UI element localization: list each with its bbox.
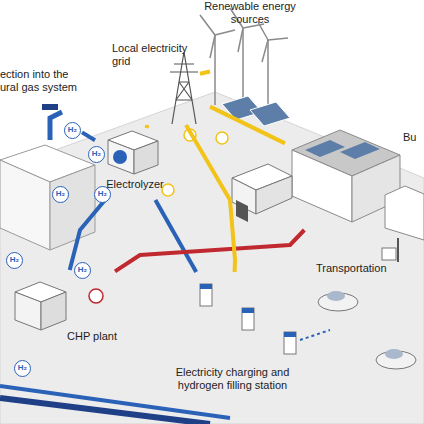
h2-badge: H₂ [14,360,31,377]
node-label: ection into the ural gas system [0,68,86,94]
pipe-connector [210,107,285,144]
node-label: Transportation [316,262,416,275]
h2-badge: H₂ [94,186,111,203]
node-label: CHP plant [67,330,127,343]
pipe-connector [186,125,235,272]
gas-injection-tap [42,104,62,140]
pipe-connector [82,132,95,140]
chp-node: CHP plant [5,270,115,345]
truck [232,164,292,222]
renewables-node: Renewable energy sources [200,0,300,125]
electrolyzer-unit [108,131,158,174]
node-label: Local electricity grid [112,42,198,68]
h2-badge: H₂ [6,252,23,269]
buildings-node: Bu [285,125,424,230]
h2-badge: H₂ [64,122,81,139]
h2-badge: H₂ [52,186,69,203]
pipe-connector [200,72,210,74]
solar-panels [222,96,290,126]
pipe-connector [155,200,196,272]
charging-cable [300,330,330,340]
h2-badge: H₂ [88,146,105,163]
node-label: Electricity charging and hydrogen fillin… [170,366,295,392]
pipe-connector [70,200,105,270]
pipe-connector [115,230,304,271]
transportation-node: Transportation [312,238,424,288]
node-label: Bu [403,131,424,144]
power-pylon [170,52,198,124]
charging-pumps [200,284,296,354]
station-node: Electricity charging and hydrogen fillin… [160,272,305,400]
pipe-connector [145,125,150,128]
node-label: Renewable energy sources [200,0,300,26]
grid-node: Local electricity grid [112,40,210,125]
cars [318,291,416,369]
forklift [382,238,398,262]
ground-plate [0,92,424,424]
h2-badge: H₂ [74,262,91,279]
chp-building [15,282,103,330]
buildings [292,130,424,240]
